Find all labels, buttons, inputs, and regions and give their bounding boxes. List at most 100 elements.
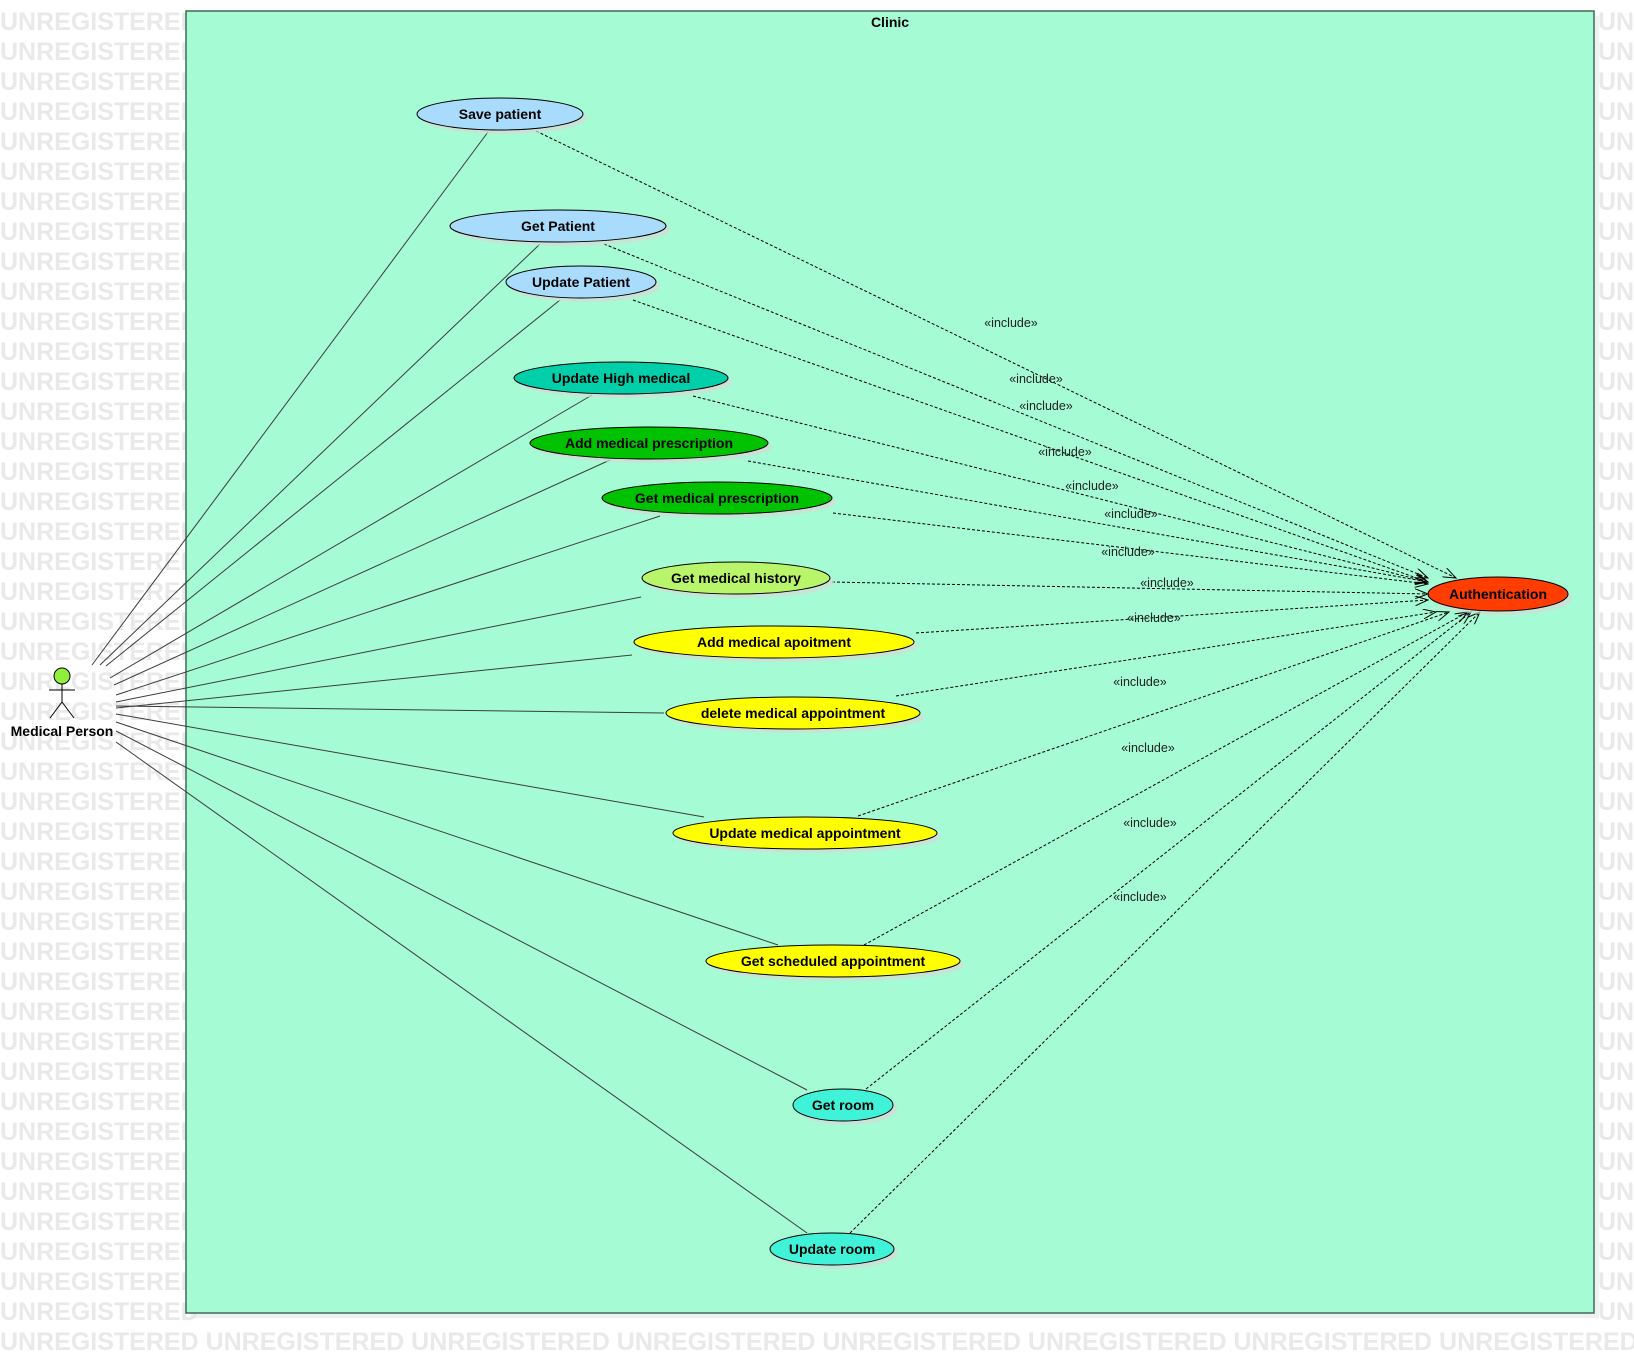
watermark-text: UNREGISTERED: [1598, 128, 1634, 156]
include-label: «include»: [1127, 611, 1181, 625]
include-dependency-update-medical-appointment: [857, 612, 1449, 817]
use-case-get-room[interactable]: Get room: [792, 1088, 897, 1125]
use-case-ellipse: [416, 97, 584, 131]
use-case-label: Update Patient: [532, 274, 630, 290]
include-label: «include»: [1140, 576, 1194, 590]
watermark-text: UNREGISTERED: [1598, 368, 1634, 396]
watermark-text: UNREGISTERED: [0, 398, 199, 426]
watermark-text: UNREGISTERED: [0, 1058, 199, 1086]
association-line-get-medical-prescription: [115, 515, 661, 696]
use-case-update-high-medical[interactable]: Update High medical: [513, 361, 732, 398]
watermark-text: UNREGISTERED: [0, 278, 199, 306]
watermark-text: UNREGISTERED: [0, 128, 199, 156]
watermark-text: UNREGISTERED: [1598, 338, 1634, 366]
use-case-ellipse: [601, 481, 833, 515]
use-case-get-medical-prescription[interactable]: Get medical prescription: [601, 481, 836, 518]
watermark-text: UNREGISTERED: [0, 1268, 199, 1296]
watermark-text: UNREGISTERED: [1598, 488, 1634, 516]
use-case-label: Save patient: [459, 106, 542, 122]
watermark-text: UNREGISTERED: [1598, 158, 1634, 186]
use-case-update-medical-appointment[interactable]: Update medical appointment: [672, 816, 941, 853]
association-line-add-medical-prescription: [113, 459, 611, 686]
watermark-text: UNREGISTERED: [1598, 818, 1634, 846]
watermark-text: UNREGISTERED: [1598, 848, 1634, 876]
use-case-ellipse: [633, 625, 915, 659]
watermark-text: UNREGISTERED: [1598, 998, 1634, 1026]
watermark-text: UNREGISTERED: [1598, 38, 1634, 66]
watermark-text: UNREGISTERED: [1598, 968, 1634, 996]
actor-right-leg: [61, 701, 75, 719]
include-label: «include»: [1019, 399, 1073, 413]
watermark-text: UNREGISTERED: [0, 1028, 199, 1056]
watermark-text: UNREGISTERED: [0, 1118, 199, 1146]
include-dependency-save-patient: [535, 130, 1456, 578]
watermark-text: UNREGISTERED: [1598, 248, 1634, 276]
watermark-text: UNREGISTERED: [1598, 398, 1634, 426]
watermark-text: UNREGISTERED: [0, 188, 199, 216]
association-line-get-scheduled-appointment: [115, 721, 779, 946]
include-label: «include»: [1038, 445, 1092, 459]
association-line-save-patient: [91, 131, 489, 666]
use-case-label: Update medical appointment: [709, 825, 901, 841]
include-dependency-get-patient: [603, 243, 1428, 578]
association-line-get-medical-history: [115, 596, 642, 703]
watermark-text: UNREGISTERED: [1598, 788, 1634, 816]
include-label: «include»: [1123, 816, 1177, 830]
watermark-text: UNREGISTERED: [1598, 1208, 1634, 1236]
association-line-update-high-medical: [109, 394, 593, 679]
watermark-text: UNREGISTERED: [0, 998, 199, 1026]
watermark-text: UNREGISTERED: [0, 968, 199, 996]
watermark-text: UNREGISTERED: [1598, 188, 1634, 216]
watermark-text: UNREGISTERED: [1598, 458, 1634, 486]
use-case-label: Update room: [789, 1241, 875, 1257]
watermark-text: UNREGISTERED: [0, 578, 199, 606]
watermark-text: UNREGISTERED: [0, 1208, 199, 1236]
watermark-text: UNREGISTERED: [1598, 1058, 1634, 1086]
use-case-update-patient[interactable]: Update Patient: [505, 265, 660, 302]
watermark-text: UNREGISTERED: [0, 338, 199, 366]
use-case-label: Get Patient: [521, 218, 595, 234]
use-case-delete-medical-appointment[interactable]: delete medical appointment: [665, 696, 924, 733]
use-case-label: delete medical appointment: [701, 705, 886, 721]
include-dependency-update-patient: [632, 299, 1428, 582]
use-case-label: Add medical apoitment: [697, 634, 851, 650]
use-case-save-patient[interactable]: Save patient: [416, 97, 587, 134]
use-case-add-medical-apoitment[interactable]: Add medical apoitment: [633, 625, 918, 662]
watermark-text: UNREGISTERED: [1598, 1178, 1634, 1206]
include-label: «include»: [1121, 741, 1175, 755]
watermark-text: UNREGISTERED UNREGISTERED UNREGISTERED U…: [0, 1328, 1634, 1354]
actor-medical-person[interactable]: Medical Person: [11, 667, 114, 739]
association-line-update-patient: [105, 299, 561, 667]
association-line-update-medical-appointment: [115, 713, 705, 818]
watermark-text: UNREGISTERED: [1598, 1118, 1634, 1146]
watermark-text: UNREGISTERED: [0, 548, 199, 576]
use-case-ellipse: [769, 1232, 895, 1266]
system-boundary: [185, 10, 1595, 1314]
watermark-text: UNREGISTERED: [0, 608, 199, 636]
watermark-text: UNREGISTERED: [0, 1238, 199, 1266]
use-case-ellipse: [641, 561, 831, 595]
include-dependency-add-medical-apoitment: [915, 600, 1428, 634]
watermark-text: UNREGISTERED: [0, 1148, 199, 1176]
use-case-authentication[interactable]: Authentication: [1427, 576, 1572, 615]
use-case-ellipse: [449, 209, 667, 243]
include-label: «include»: [1101, 545, 1155, 559]
watermark-text: UNREGISTERED: [0, 98, 199, 126]
watermark-text: UNREGISTERED: [1598, 428, 1634, 456]
use-case-get-patient[interactable]: Get Patient: [449, 209, 670, 246]
use-case-ellipse: [705, 944, 961, 978]
include-dependency-delete-medical-appointment: [895, 612, 1436, 697]
use-case-get-medical-history[interactable]: Get medical history: [641, 561, 834, 598]
watermark-text: UNREGISTERED: [1598, 1028, 1634, 1056]
use-case-ellipse: [792, 1088, 894, 1122]
include-dependency-get-room: [865, 612, 1471, 1090]
watermark-text: UNREGISTERED: [0, 728, 199, 756]
use-case-get-scheduled-appointment[interactable]: Get scheduled appointment: [705, 944, 964, 981]
authentication-ellipse: [1427, 576, 1569, 612]
include-dependency-add-medical-prescription: [747, 460, 1428, 582]
use-case-ellipse: [665, 696, 921, 730]
use-case-update-room[interactable]: Update room: [769, 1232, 898, 1269]
actor-label: Medical Person: [11, 723, 114, 739]
use-case-add-medical-prescription[interactable]: Add medical prescription: [529, 426, 772, 463]
watermark-text: UNREGISTERED: [1598, 1088, 1634, 1116]
